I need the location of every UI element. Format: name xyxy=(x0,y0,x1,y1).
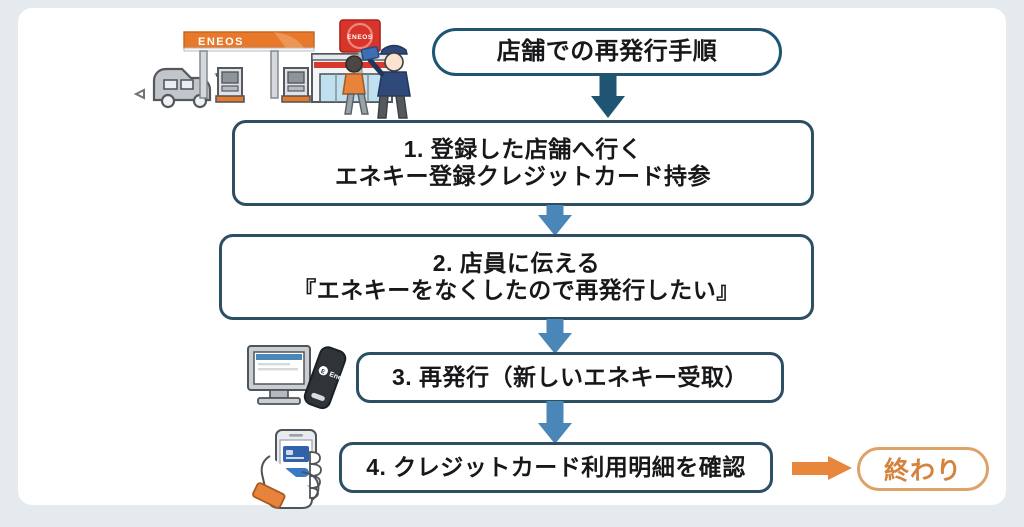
flow-title: 店舗での再発行手順 xyxy=(432,28,782,76)
svg-text:ENEOS: ENEOS xyxy=(198,36,244,48)
flow-step-2-line-1: 2. 店員に伝える xyxy=(432,249,601,276)
arrow-down-icon xyxy=(538,205,572,236)
flow-step-4-line-1: 4. クレジットカード利用明細を確認 xyxy=(366,453,746,480)
flow-step-2-line-2: 『エネキーをなくしたので再発行したい』 xyxy=(293,277,740,303)
gas-station-icon: ENEOS xyxy=(124,12,420,120)
flow-end-label: 終わり xyxy=(883,457,962,485)
flow-step-2: 2. 店員に伝える 『エネキーをなくしたので再発行したい』 xyxy=(219,234,814,320)
flow-step-1-line-2: エネキー登録クレジットカード持参 xyxy=(335,163,711,189)
arrow-down-icon xyxy=(538,319,572,354)
flow-step-4: 4. クレジットカード利用明細を確認 xyxy=(339,442,773,493)
flow-title-text: 店舗での再発行手順 xyxy=(496,37,718,65)
arrow-down-icon xyxy=(591,74,625,118)
arrow-right-icon xyxy=(792,456,852,480)
svg-text:E: E xyxy=(320,369,326,376)
flow-end-badge: 終わり xyxy=(857,447,989,491)
flow-step-3: 3. 再発行（新しいエネキー受取） xyxy=(356,352,784,403)
arrow-down-icon xyxy=(538,401,572,444)
flow-step-1: 1. 登録した店舗へ行く エネキー登録クレジットカード持参 xyxy=(232,120,814,206)
monitor-and-enekey-fob-icon: E EneKey xyxy=(244,342,355,412)
flow-step-3-line-1: 3. 再発行（新しいエネキー受取） xyxy=(391,363,749,390)
hand-holding-smartphone-icon xyxy=(248,426,344,522)
flow-step-1-line-1: 1. 登録した店舗へ行く xyxy=(403,135,643,162)
svg-text:ENEOS: ENEOS xyxy=(347,34,373,41)
